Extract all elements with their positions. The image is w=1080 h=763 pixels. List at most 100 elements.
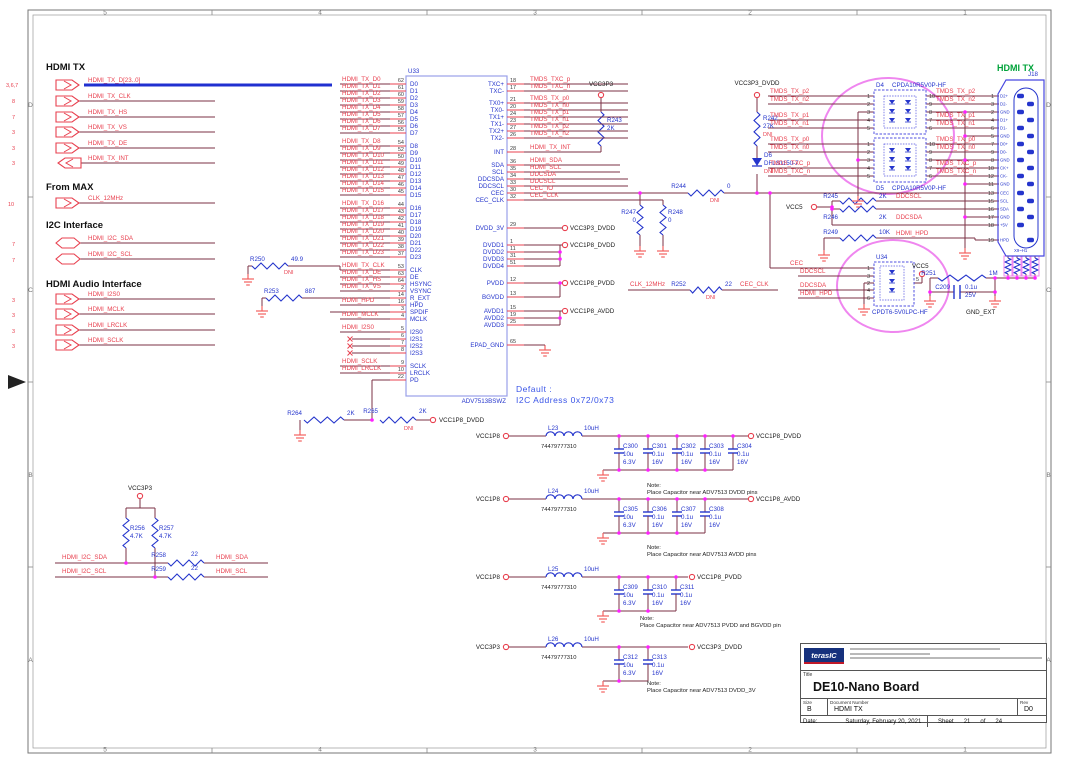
pin-number: 6 xyxy=(401,333,404,339)
label: R248 xyxy=(668,209,683,216)
pin-name: TXC+ xyxy=(488,81,504,88)
esd-diode xyxy=(889,270,895,274)
label: CLK_12MHz xyxy=(630,281,665,288)
doc-number-value: HDMI TX xyxy=(834,706,863,713)
zone-letter: D xyxy=(1046,102,1051,109)
net-label: HDMI_TX_D15 xyxy=(342,187,385,194)
pin-number: 20 xyxy=(510,104,516,110)
net-label: HDMI_TX_VS xyxy=(342,283,381,290)
label: 16V xyxy=(680,600,692,607)
junction-dot xyxy=(638,191,642,195)
resistor xyxy=(1021,257,1031,275)
label: 0.1u xyxy=(965,284,978,291)
label: DNI xyxy=(764,169,774,175)
junction-dot xyxy=(830,207,834,211)
pin-name: D14 xyxy=(410,185,422,192)
label: 10 xyxy=(8,202,14,208)
label: 16V xyxy=(652,670,664,677)
junction-dot xyxy=(1006,276,1010,280)
net-label: HDMI_TX_D10 xyxy=(342,152,385,159)
pin-name: EPAD_GND xyxy=(470,342,504,349)
label: 74479777310 xyxy=(541,585,576,591)
label: ADV7513BSWZ xyxy=(462,398,507,405)
net-label: HDMI_TX_HS xyxy=(342,276,381,283)
label: 3 xyxy=(867,110,870,116)
pin-number: 38 xyxy=(398,244,404,250)
label: TMDS_TX_n1 xyxy=(936,120,976,127)
esd-box xyxy=(873,137,927,183)
label: R253 xyxy=(264,288,279,295)
pin-number: 57 xyxy=(398,113,404,119)
label: HDMI TX xyxy=(997,63,1034,73)
zone-number: 4 xyxy=(318,747,322,754)
label: HDMI_HPD xyxy=(896,230,929,237)
connector-pin-number: 11 xyxy=(988,182,994,188)
pin-number: 54 xyxy=(398,140,404,146)
port-chevron xyxy=(63,198,73,208)
label: Note: xyxy=(640,616,654,622)
pin-name: DVDD4 xyxy=(483,263,505,270)
label: 2 xyxy=(867,281,870,287)
port-input xyxy=(55,339,80,351)
label: HDMI_TX_CLK xyxy=(88,93,132,100)
zone-letter: B xyxy=(28,472,32,479)
label: DDCSDA xyxy=(896,214,923,221)
port-bidir xyxy=(55,253,81,265)
pin-name: I2S0 xyxy=(410,329,423,336)
label: 25V xyxy=(965,292,977,299)
net-label: HDMI_TX_D3 xyxy=(342,97,381,104)
power-symbol xyxy=(502,573,510,581)
label: HDMI_SCLK xyxy=(88,337,124,344)
label: 10u xyxy=(623,662,634,669)
port-input xyxy=(55,324,80,336)
junction-dot xyxy=(617,531,621,535)
label: 0 xyxy=(727,183,731,190)
label: 22 xyxy=(191,565,198,572)
power-symbol xyxy=(502,643,510,651)
label: 16V xyxy=(681,459,693,466)
resistor xyxy=(839,205,877,213)
label: VCC3P3_DVDD xyxy=(697,644,743,651)
label: 0 xyxy=(668,217,672,224)
junction-dot xyxy=(558,250,562,254)
label: 2K xyxy=(607,125,615,132)
resistor xyxy=(1003,257,1013,275)
label: 2K xyxy=(419,408,427,415)
junction-dot xyxy=(617,434,621,438)
junction-dot xyxy=(646,575,650,579)
port-output xyxy=(57,157,82,169)
label: HDMI_SCL xyxy=(216,568,248,575)
label: 5 xyxy=(867,174,870,180)
label: R252 xyxy=(671,281,686,288)
pin-name: D23 xyxy=(410,254,422,261)
port-input xyxy=(55,293,80,305)
pin-number: 13 xyxy=(510,291,516,297)
junction-dot xyxy=(963,134,967,138)
zone-number: 5 xyxy=(103,747,107,754)
power-symbol xyxy=(561,224,569,232)
pin-name: PVDD xyxy=(487,280,505,287)
pin-number: 19 xyxy=(510,312,516,318)
label: 16V xyxy=(737,459,749,466)
pin-name: D21 xyxy=(410,240,422,247)
pin-name: I2S3 xyxy=(410,350,423,357)
label: 4 xyxy=(867,288,870,294)
pin-number: 42 xyxy=(398,216,404,222)
pin-name: CEC_CLK xyxy=(475,197,504,204)
label: Place Capacitor near ADV7513 DVDD_3V xyxy=(647,688,756,694)
pin-number: 30 xyxy=(510,187,516,193)
zone-number: 3 xyxy=(533,747,537,754)
pin-name: D8 xyxy=(410,143,418,150)
title-block-header: terasIC xyxy=(801,644,1046,671)
label: CPDA10R5V0P-HF xyxy=(892,82,946,89)
connector-pin-number: 17 xyxy=(988,215,994,221)
junction-dot xyxy=(646,497,650,501)
port-chevron xyxy=(63,309,73,319)
nc-mark xyxy=(347,350,353,356)
net-label: TMDS_TX_n2 xyxy=(530,130,570,137)
pin-name: D1 xyxy=(410,88,418,95)
junction-dot xyxy=(617,645,621,649)
pin-number: 50 xyxy=(398,154,404,160)
junction-dot xyxy=(646,609,650,613)
connector-pin-label: CEC xyxy=(1000,191,1009,196)
